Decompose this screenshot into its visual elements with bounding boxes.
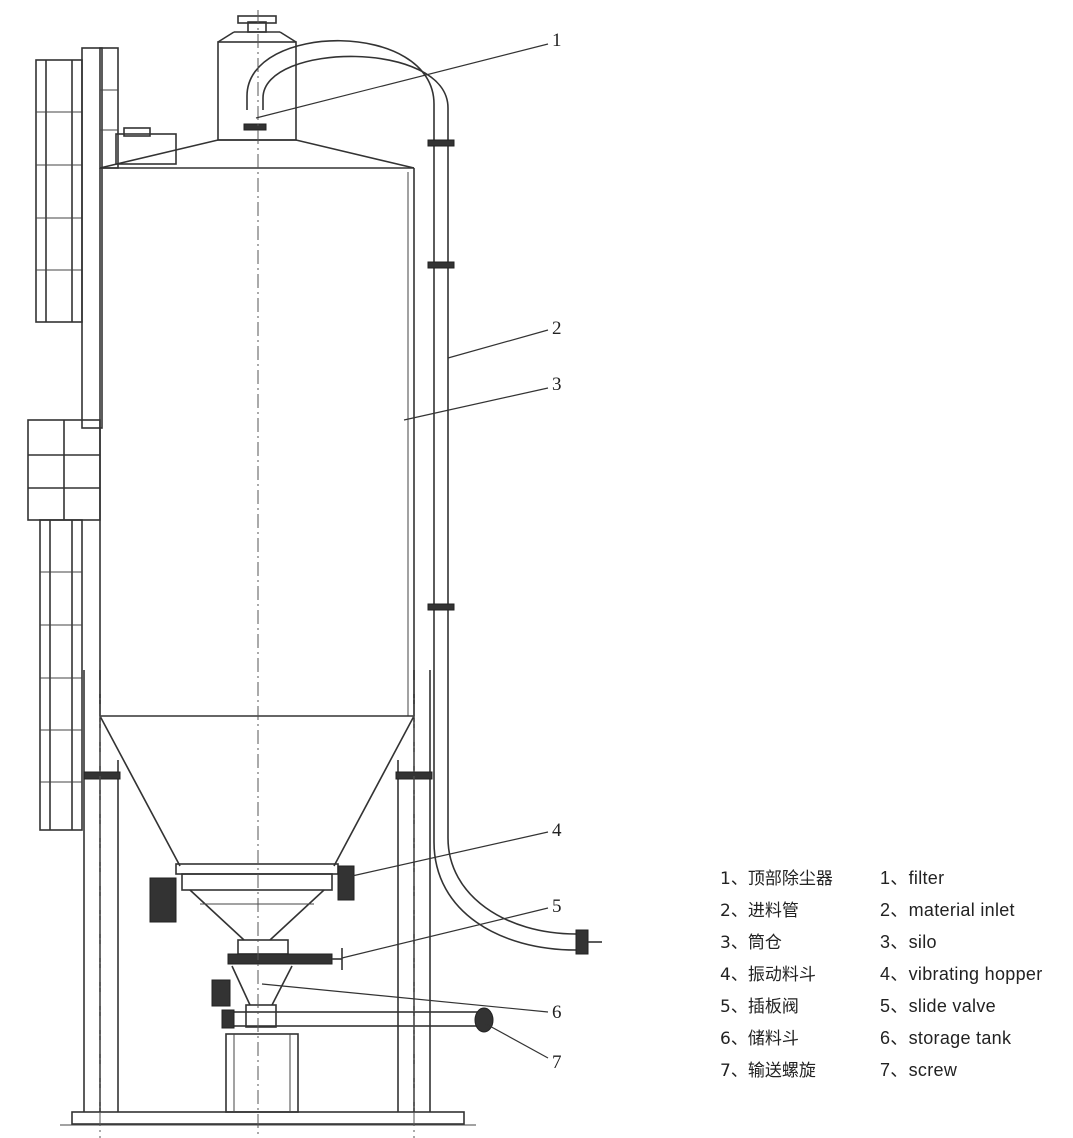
- legend-row: 6、储料斗 6、storage tank: [720, 1022, 1043, 1054]
- legend-row: 2、进料管 2、material inlet: [720, 894, 1043, 926]
- legend: 1、顶部除尘器 1、filter 2、进料管 2、material inlet 3、…: [720, 862, 1043, 1086]
- legend-row: 1、顶部除尘器 1、filter: [720, 862, 1043, 894]
- conveying-screw: [221, 1007, 494, 1033]
- access-ladder: [27, 47, 119, 831]
- legend-en-7: 7、screw: [880, 1060, 958, 1080]
- callout-numbers: 1 2 3 4 5 6 7: [552, 30, 562, 1073]
- legend-cn-4: 4、振动料斗: [720, 965, 816, 985]
- callout-leader-2: [447, 329, 549, 359]
- callout-number-4: 4: [552, 820, 562, 841]
- legend-row: 3、筒仓 3、silo: [720, 926, 1043, 958]
- callout-number-6: 6: [552, 1002, 562, 1023]
- legend-cn-7: 7、输送螺旋: [720, 1061, 816, 1081]
- legend-row: 5、插板阀 5、slide valve: [720, 990, 1043, 1022]
- legend-row: 7、输送螺旋 7、screw: [720, 1054, 1043, 1086]
- callout-leader-3: [403, 387, 549, 421]
- callout-leader-4: [351, 831, 549, 877]
- callout-leader-5: [341, 907, 549, 959]
- legend-cn-2: 2、进料管: [720, 901, 799, 921]
- legend-cn-3: 3、筒仓: [720, 933, 782, 953]
- callout-leader-6: [261, 983, 549, 1013]
- storage-tank: [211, 965, 293, 1028]
- callout-number-3: 3: [552, 374, 562, 395]
- legend-en-4: 4、vibrating hopper: [880, 964, 1043, 984]
- legend-en-6: 6、storage tank: [880, 1028, 1012, 1048]
- callout-leaders: [255, 43, 549, 1059]
- pedestal: [225, 1033, 299, 1113]
- legend-en-3: 3、silo: [880, 932, 937, 952]
- callout-number-5: 5: [552, 896, 562, 917]
- slide-valve: [227, 948, 343, 970]
- legend-cn-6: 6、储料斗: [720, 1029, 799, 1049]
- legend-row: 4、振动料斗 4、vibrating hopper: [720, 958, 1043, 990]
- callout-number-1: 1: [552, 30, 562, 51]
- legend-cn-1: 1、顶部除尘器: [720, 869, 833, 889]
- callout-number-2: 2: [552, 318, 562, 339]
- top-filter: [217, 15, 297, 141]
- legend-en-2: 2、material inlet: [880, 900, 1015, 920]
- material-inlet-pipe: [243, 39, 602, 955]
- callout-number-7: 7: [552, 1052, 562, 1073]
- legend-en-1: 1、filter: [880, 868, 945, 888]
- legend-cn-5: 5、插板阀: [720, 997, 799, 1017]
- callout-leader-7: [485, 1023, 549, 1059]
- vibrating-hopper: [149, 863, 355, 955]
- callout-leader-1: [255, 43, 549, 119]
- legend-en-5: 5、slide valve: [880, 996, 996, 1016]
- silo-body: [99, 127, 415, 867]
